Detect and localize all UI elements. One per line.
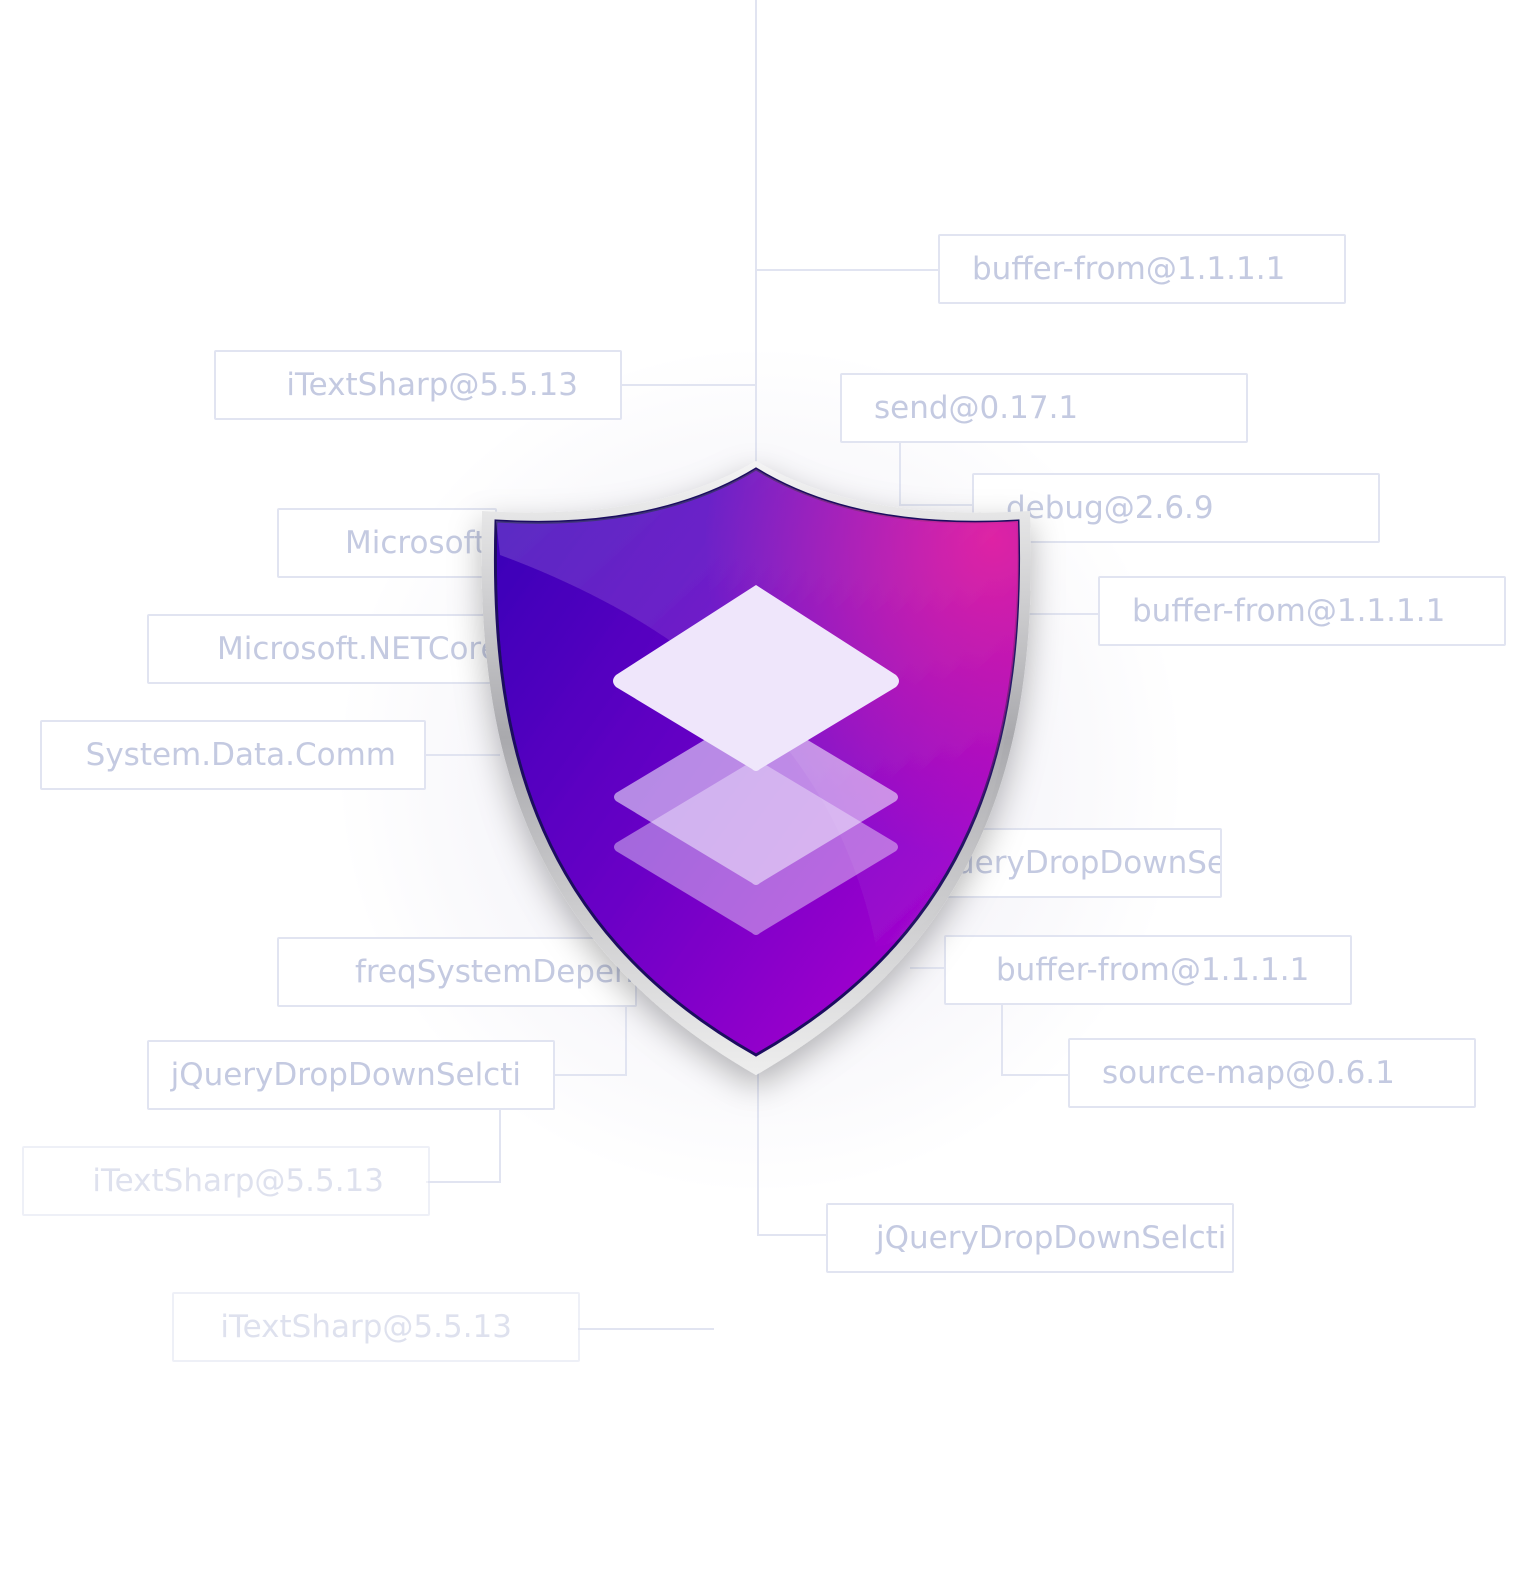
dependency-node-itextsharp-2[interactable]: iTextSharp@5.5.13 [22,1146,430,1216]
stacked-layers-icon [613,585,899,935]
dependency-node-freq-system[interactable]: freqSystemDepend [277,937,637,1007]
shield-badge [481,461,1031,1075]
connector-jquery-to-itextsharp [426,1108,501,1183]
dependency-node-jquery-2[interactable]: jQueryDropDownSelcti [147,1040,555,1110]
dependency-node-source-map[interactable]: source-map@0.6.1 [1068,1038,1476,1108]
connector-send-to-debug [899,442,972,506]
dependency-node-jquery-1[interactable]: jQueryDropDownSelcti [920,828,1222,898]
dependency-node-buffer-from-1[interactable]: buffer-from@1.1.1.1 [938,234,1346,304]
dependency-node-itextsharp-3[interactable]: iTextSharp@5.5.13 [172,1292,580,1362]
connector-trunk-bottom [757,1070,828,1236]
dependency-node-jquery-3[interactable]: jQueryDropDownSelcti [826,1203,1234,1273]
dependency-node-microsoft[interactable]: Microsoft [277,508,497,578]
dependency-node-microsoft-netcore[interactable]: Microsoft.NETCore [147,614,495,684]
layer-middle [614,709,898,885]
dependency-node-itextsharp-1[interactable]: iTextSharp@5.5.13 [214,350,622,420]
layer-top [613,585,899,771]
connector-freq-to-jquery [552,1006,627,1076]
dependency-node-buffer-from-2[interactable]: buffer-from@1.1.1.1 [1098,576,1506,646]
dependency-node-debug[interactable]: debug@2.6.9 [972,473,1380,543]
dependency-node-buffer-from-3[interactable]: buffer-from@1.1.1.1 [944,935,1352,1005]
dependency-node-send[interactable]: send@0.17.1 [840,373,1248,443]
connector-buffer-to-source-map [1001,1004,1070,1076]
dependency-node-system-data-comm[interactable]: System.Data.Comm [40,720,426,790]
